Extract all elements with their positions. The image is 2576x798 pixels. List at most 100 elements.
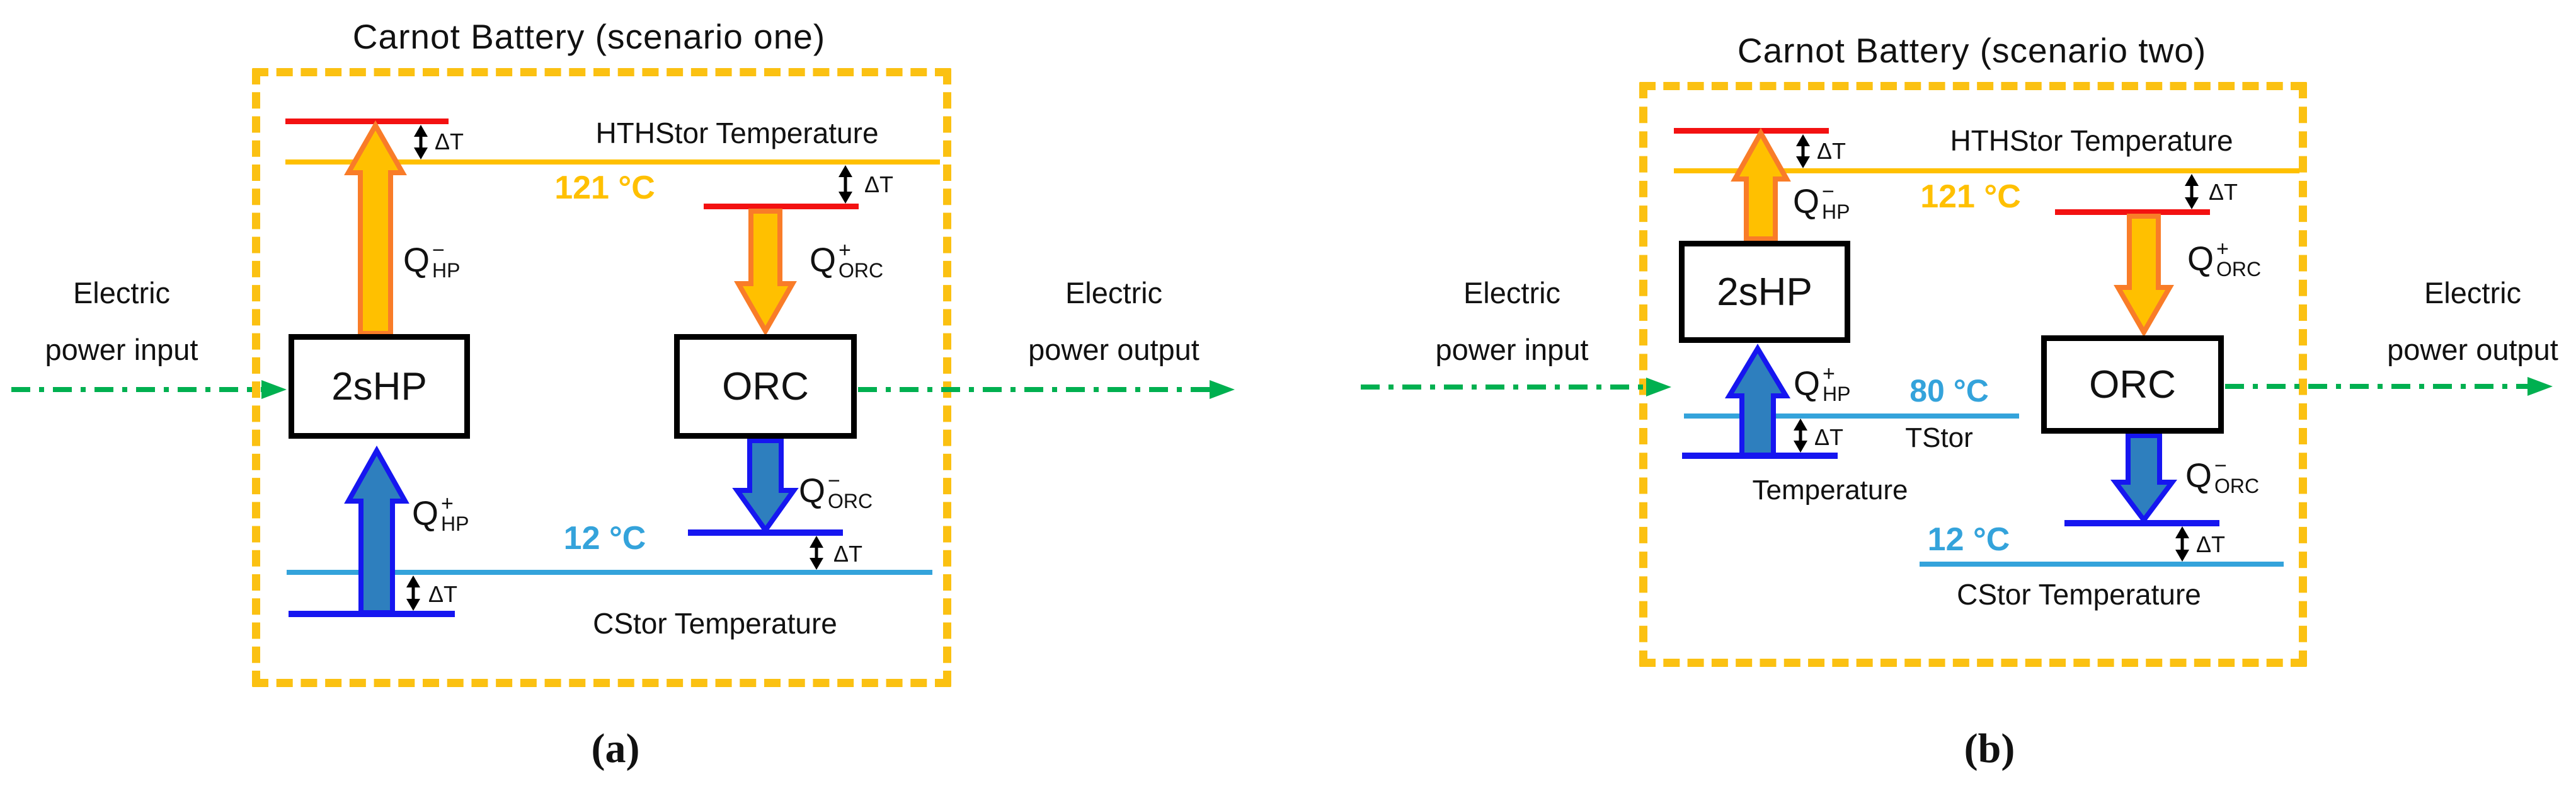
electric-power-input-arrow	[11, 380, 287, 399]
orc-heat-input-arrow	[2114, 214, 2174, 337]
q-sub: HP	[1822, 200, 1850, 223]
q-orc-in-label: Q +ORC	[2187, 237, 2262, 280]
delta-t-arrow	[1796, 134, 1810, 168]
electric-power-input-label: Electric power input	[1395, 265, 1629, 378]
tstor-temperature-value: 80 °C	[1909, 373, 1989, 408]
orc-box-label: ORC	[2089, 362, 2176, 407]
q-sup: +	[839, 238, 851, 262]
diagram-b-orc-sink-level-line	[2064, 520, 2219, 526]
q-hp-in-label: Q +HP	[412, 493, 469, 535]
tstor-temperature-label-line1: TStor	[1905, 422, 1973, 453]
q-orc-out-label: Q −ORC	[799, 469, 873, 512]
electric-input-line2: power input	[1435, 333, 1589, 366]
heat-pump-box: 2sHP	[1679, 241, 1850, 343]
diagram-b-system-boundary	[1639, 82, 2307, 667]
electric-input-line1: Electric	[72, 276, 171, 309]
electric-power-output-arrow	[2225, 377, 2553, 396]
diagram-a-orc-sink-level-line	[688, 529, 843, 536]
hp-heat-output-arrow	[344, 120, 407, 336]
electric-power-input-label: Electric power input	[5, 265, 238, 378]
delta-t-label: ΔT	[428, 581, 458, 607]
electric-output-line2: power output	[1028, 333, 1199, 366]
hthstor-temperature-label: HTHStor Temperature	[1950, 124, 2233, 157]
q-sup: −	[1822, 180, 1835, 204]
q-sub: ORC	[828, 490, 873, 512]
delta-t-label: ΔT	[1814, 424, 1844, 450]
diagram-a-system-boundary	[252, 68, 951, 687]
cstor-temperature-label: CStor Temperature	[593, 607, 837, 640]
q-base: Q	[412, 495, 439, 533]
diagram-a-hp-sink-level-line	[285, 119, 449, 124]
delta-t-label: ΔT	[833, 541, 863, 567]
q-sup: −	[828, 469, 840, 493]
hthstor-temperature-value: 121 °C	[1920, 178, 2021, 215]
figure-a-label: (a)	[591, 726, 640, 772]
q-orc-in-label: Q +ORC	[810, 238, 884, 282]
q-base: Q	[1794, 365, 1821, 403]
heat-pump-box: 2sHP	[289, 334, 470, 439]
diagram-b-cstor-line	[1920, 562, 2284, 567]
q-sub: ORC	[839, 259, 884, 282]
electric-input-line2: power input	[45, 333, 198, 366]
q-sup: +	[1823, 362, 1835, 386]
hp-heat-input-arrow	[344, 445, 409, 615]
delta-t-arrow	[2175, 526, 2189, 562]
hthstor-temperature-value: 121 °C	[554, 170, 655, 206]
q-base: Q	[2187, 240, 2214, 278]
electric-input-line1: Electric	[1463, 276, 1561, 309]
q-hp-in-label: Q +HP	[1794, 362, 1851, 405]
diagram-b-tstor-line	[1684, 413, 2019, 419]
orc-heat-input-arrow	[734, 209, 797, 337]
q-base: Q	[810, 241, 837, 279]
diagram-b-title: Carnot Battery (scenario two)	[1737, 31, 2207, 70]
electric-output-line1: Electric	[1065, 276, 1163, 309]
q-sub: HP	[1823, 383, 1851, 405]
q-sub: ORC	[2216, 258, 2262, 280]
diagram-a-orc-source-level-line	[704, 204, 859, 209]
hp-heat-input-arrow	[1724, 344, 1791, 459]
q-sub: HP	[441, 512, 469, 535]
q-hp-out-label: Q −HP	[403, 238, 461, 282]
delta-t-label: ΔT	[2209, 179, 2238, 205]
q-sub: ORC	[2214, 475, 2260, 497]
tstor-temperature-label-line2: Temperature	[1752, 475, 1908, 506]
orc-box: ORC	[2041, 335, 2224, 434]
cstor-temperature-value: 12 °C	[1927, 521, 2010, 558]
diagram-a-hthstor-line	[285, 159, 940, 165]
delta-t-arrow	[810, 536, 823, 570]
orc-box: ORC	[674, 334, 857, 439]
q-sub: HP	[432, 259, 461, 282]
orc-heat-reject-arrow	[732, 438, 799, 535]
cstor-temperature-value: 12 °C	[563, 520, 646, 557]
diagram-a-cstor-line	[287, 570, 932, 575]
electric-output-line1: Electric	[2424, 276, 2522, 309]
q-base: Q	[1793, 183, 1820, 221]
q-orc-out-label: Q −ORC	[2185, 454, 2260, 497]
q-hp-out-label: Q −HP	[1793, 180, 1850, 223]
q-sup: +	[2216, 237, 2229, 261]
cstor-temperature-label: CStor Temperature	[1957, 578, 2201, 611]
hthstor-temperature-label: HTHStor Temperature	[595, 117, 879, 149]
diagram-a-hp-source-level-line	[289, 611, 455, 617]
delta-t-arrow	[839, 165, 852, 204]
q-sup: −	[432, 238, 445, 262]
electric-power-output-arrow	[858, 380, 1235, 399]
heat-pump-box-label: 2sHP	[331, 364, 427, 408]
orc-box-label: ORC	[722, 364, 809, 408]
diagram-b-hp-source-level-line	[1682, 453, 1838, 459]
delta-t-label: ΔT	[2196, 531, 2226, 557]
electric-output-line2: power output	[2387, 333, 2558, 366]
delta-t-label: ΔT	[1817, 138, 1846, 164]
electric-power-output-label: Electric power output	[2356, 265, 2576, 378]
q-sup: −	[2214, 454, 2227, 478]
delta-t-arrow	[414, 125, 428, 159]
delta-t-label: ΔT	[864, 171, 894, 197]
diagram-b-orc-source-level-line	[2055, 209, 2210, 215]
q-base: Q	[403, 241, 430, 279]
diagram-b-hp-sink-level-line	[1674, 128, 1829, 134]
q-base: Q	[2185, 457, 2212, 495]
electric-power-input-arrow	[1361, 378, 1671, 396]
delta-t-arrow	[1794, 419, 1807, 453]
delta-t-label: ΔT	[435, 129, 464, 154]
